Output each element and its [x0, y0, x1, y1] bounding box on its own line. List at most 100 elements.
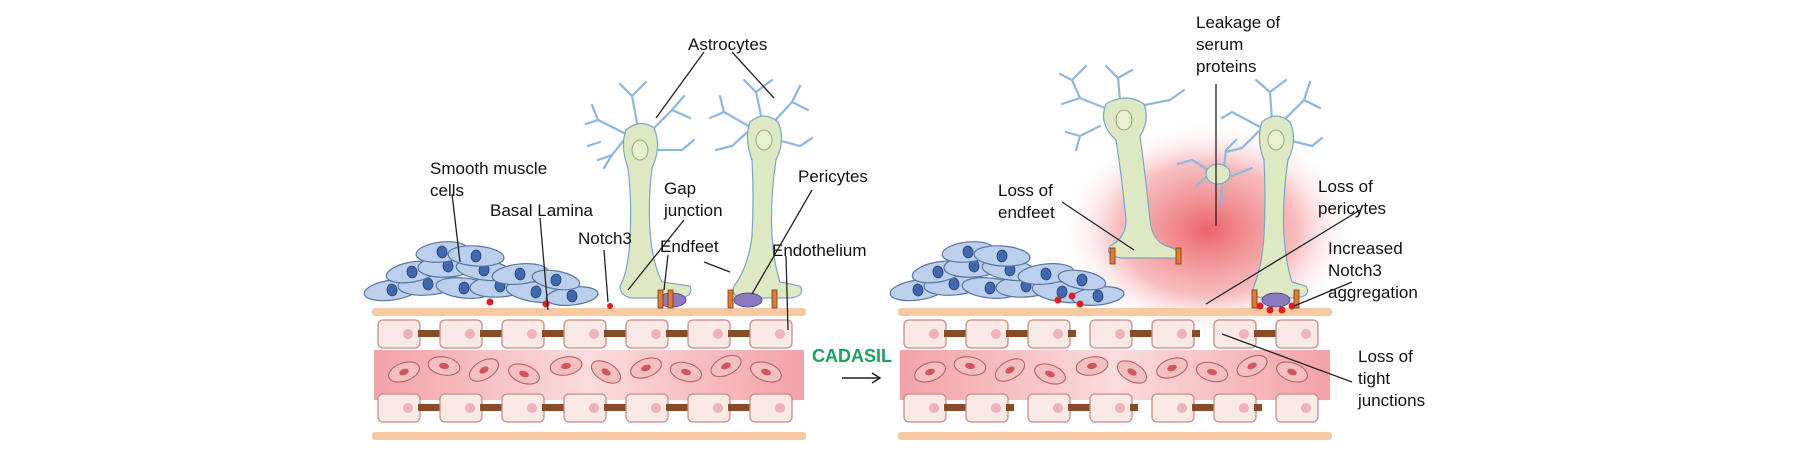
- smooth-muscle-cell: [545, 286, 599, 306]
- red-blood-cell: [1034, 363, 1066, 385]
- label-loss-tight-junctions-1: Loss of: [1358, 347, 1413, 366]
- tight-junction: [480, 330, 504, 337]
- tight-junction: [944, 404, 968, 411]
- endothelial-cell: [903, 393, 947, 423]
- endothelial-nucleus: [713, 403, 723, 413]
- tight-junction: [480, 404, 504, 411]
- tight-junction: [1068, 404, 1092, 411]
- label-endothelium: Endothelium: [772, 241, 867, 260]
- leader-basal-lamina: [539, 217, 549, 311]
- red-blood-cell-center: [965, 362, 975, 370]
- endothelial-nucleus: [403, 403, 413, 413]
- tight-junction: [728, 330, 752, 337]
- endothelial-cell: [1213, 393, 1257, 423]
- tight-junction: [728, 404, 752, 411]
- smooth-muscle-nucleus: [550, 273, 562, 287]
- tight-junction-fragment: [1006, 404, 1014, 411]
- label-smooth-muscle-1: Smooth muscle: [430, 159, 547, 178]
- endothelial-nucleus: [403, 329, 413, 339]
- endothelial-nucleus: [465, 329, 475, 339]
- label-notch3-aggregation-2: Notch3: [1328, 261, 1382, 280]
- leader-endfeet: [663, 254, 731, 291]
- red-blood-cell-center: [761, 368, 771, 376]
- endothelial-cell: [625, 319, 669, 349]
- red-blood-cell: [1236, 354, 1268, 378]
- red-blood-cell-center: [519, 370, 529, 378]
- label-loss-endfeet-1: Loss of: [998, 181, 1053, 200]
- basal-lamina-bottom: [898, 432, 1332, 440]
- pericyte-2: [733, 292, 763, 308]
- astrocyte-1: [584, 80, 696, 299]
- tight-junction: [944, 330, 968, 337]
- red-blood-cell: [1075, 356, 1109, 376]
- leader-notch3: [603, 249, 609, 303]
- tight-junction: [1006, 330, 1030, 337]
- leader-astrocytes: [655, 51, 775, 119]
- endothelial-nucleus: [589, 329, 599, 339]
- endfoot: [667, 289, 674, 309]
- endothelial-cell: [439, 319, 483, 349]
- red-blood-cell-center: [681, 368, 691, 376]
- tight-junction: [1192, 404, 1216, 411]
- red-blood-cell-center: [1045, 370, 1055, 378]
- red-blood-cell-center: [399, 368, 409, 376]
- red-blood-cell: [750, 361, 782, 383]
- notch3-dot: [542, 300, 550, 308]
- red-blood-cell: [427, 356, 461, 376]
- astrocyte-small: [1176, 138, 1254, 206]
- basal-lamina-bottom: [372, 432, 806, 440]
- endothelial-nucleus: [1115, 403, 1125, 413]
- astrocyte-detached: [1058, 64, 1186, 265]
- endothelial-nucleus: [1053, 403, 1063, 413]
- tight-junction: [666, 330, 690, 337]
- notch3-dot: [1288, 302, 1296, 310]
- notch3-dot: [486, 298, 494, 306]
- endothelial-nucleus: [589, 403, 599, 413]
- notch3-dot: [1266, 306, 1274, 314]
- red-blood-cell: [953, 356, 987, 376]
- endothelial-cell: [439, 393, 483, 423]
- endothelial-cell: [687, 393, 731, 423]
- label-loss-pericytes-2: pericytes: [1318, 199, 1386, 218]
- endothelial-cell: [377, 319, 421, 349]
- red-blood-cell-center: [1207, 368, 1217, 376]
- label-smooth-muscle-2: cells: [430, 181, 464, 200]
- tight-junction: [604, 404, 628, 411]
- smooth-muscle-nucleus: [1040, 267, 1052, 281]
- endothelial-cell: [1089, 319, 1133, 349]
- smooth-muscle-cluster: [363, 241, 599, 306]
- smooth-muscle-cell: [447, 245, 505, 267]
- smooth-muscle-nucleus: [436, 245, 448, 259]
- endfoot: [1251, 289, 1258, 309]
- label-loss-pericytes-1: Loss of: [1318, 177, 1373, 196]
- leader-loss-endfeet: [1061, 201, 1135, 251]
- label-notch3-aggregation-3: aggregation: [1328, 283, 1418, 302]
- smooth-muscle-nucleus: [386, 283, 398, 297]
- endothelial-cell: [1027, 319, 1071, 349]
- label-loss-endfeet-2: endfeet: [998, 203, 1055, 222]
- endothelial-nucleus: [1053, 329, 1063, 339]
- red-blood-cell-center: [925, 368, 935, 376]
- endothelial-cell: [501, 393, 545, 423]
- endothelial-nucleus: [1301, 403, 1311, 413]
- endothelial-nucleus: [1177, 403, 1187, 413]
- endfoot: [1293, 289, 1300, 309]
- endothelial-cell: [1275, 319, 1319, 349]
- endothelial-cell: [1275, 393, 1319, 423]
- red-blood-cell: [710, 354, 742, 378]
- red-blood-cell-center: [1127, 368, 1137, 376]
- label-notch3-aggregation-1: Increased: [1328, 239, 1403, 258]
- red-blood-cell: [669, 361, 703, 383]
- red-blood-cell: [1195, 361, 1229, 383]
- endothelial-nucleus: [991, 329, 1001, 339]
- basal-lamina-top: [372, 308, 806, 316]
- label-gap-junction-1: Gap: [664, 179, 696, 198]
- red-blood-cell-center: [439, 362, 449, 370]
- endothelial-nucleus: [651, 403, 661, 413]
- tight-junction: [542, 404, 566, 411]
- smooth-muscle-nucleus: [406, 265, 418, 279]
- red-blood-cell-center: [1167, 364, 1177, 372]
- leader-pericytes: [751, 189, 813, 295]
- red-blood-cell: [388, 361, 420, 383]
- endothelial-nucleus: [527, 329, 537, 339]
